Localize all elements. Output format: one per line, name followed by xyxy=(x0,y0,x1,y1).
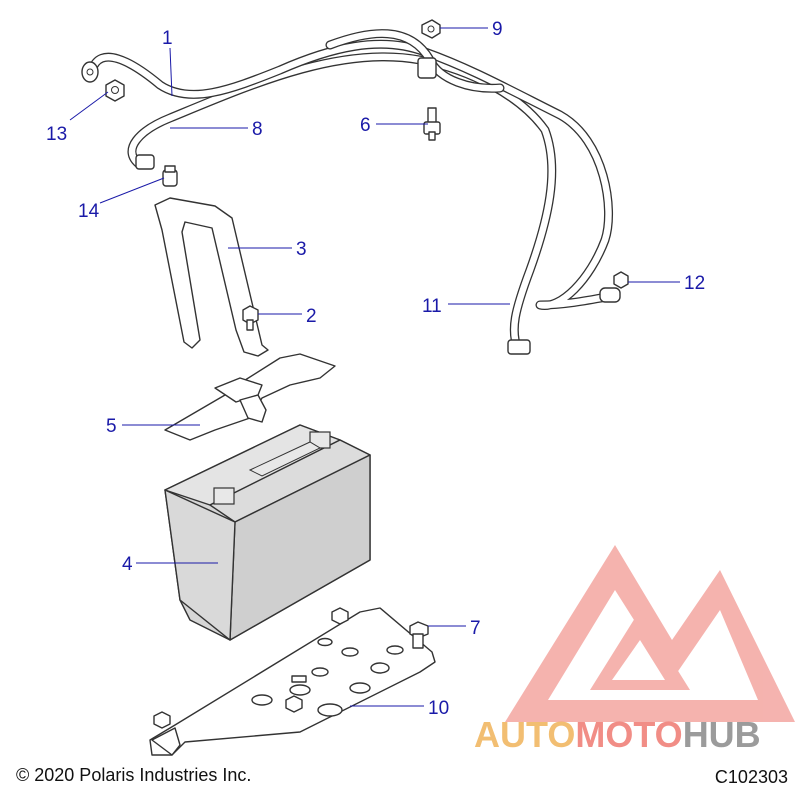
callout-14: 14 xyxy=(78,201,100,222)
strap-3 xyxy=(154,197,269,357)
callout-13: 13 xyxy=(46,124,67,145)
callout-2: 2 xyxy=(306,306,317,327)
watermark-hub: HUB xyxy=(682,714,761,755)
cable-terminals xyxy=(81,57,621,355)
callout-12: 12 xyxy=(684,273,705,294)
callout-1: 1 xyxy=(162,28,173,49)
bolt-6 xyxy=(423,107,441,141)
callout-11: 11 xyxy=(422,296,442,317)
callout-8: 8 xyxy=(252,119,263,140)
callout-3: 3 xyxy=(296,239,307,260)
tray-10 xyxy=(149,607,436,756)
copyright-text: © 2020 Polaris Industries Inc. xyxy=(16,765,252,785)
diagram-code: C102303 xyxy=(714,767,788,787)
watermark-auto: AUTO xyxy=(474,714,576,755)
callout-5: 5 xyxy=(106,416,117,437)
watermark-text: AUTOMOTOHUB xyxy=(474,714,761,756)
watermark-logo xyxy=(505,545,795,722)
callout-labels: 1 2 3 4 5 6 7 8 9 10 11 12 13 14 xyxy=(46,19,705,719)
nut-13 xyxy=(105,79,125,102)
callout-6: 6 xyxy=(360,115,371,136)
leader-lines xyxy=(69,27,680,707)
callout-7: 7 xyxy=(470,618,481,639)
bolt-14 xyxy=(162,165,178,187)
watermark-moto: MOTO xyxy=(575,714,683,755)
tray-bolts xyxy=(153,607,349,729)
cable-1 xyxy=(87,39,617,310)
callout-4: 4 xyxy=(122,554,133,575)
bolt-7 xyxy=(409,621,429,649)
nut-12 xyxy=(613,271,629,289)
battery-4 xyxy=(164,424,371,641)
callout-10: 10 xyxy=(428,698,449,719)
callout-9: 9 xyxy=(492,19,503,40)
nut-9 xyxy=(421,19,441,39)
pad-5 xyxy=(164,353,336,441)
bolt-2 xyxy=(242,305,259,331)
